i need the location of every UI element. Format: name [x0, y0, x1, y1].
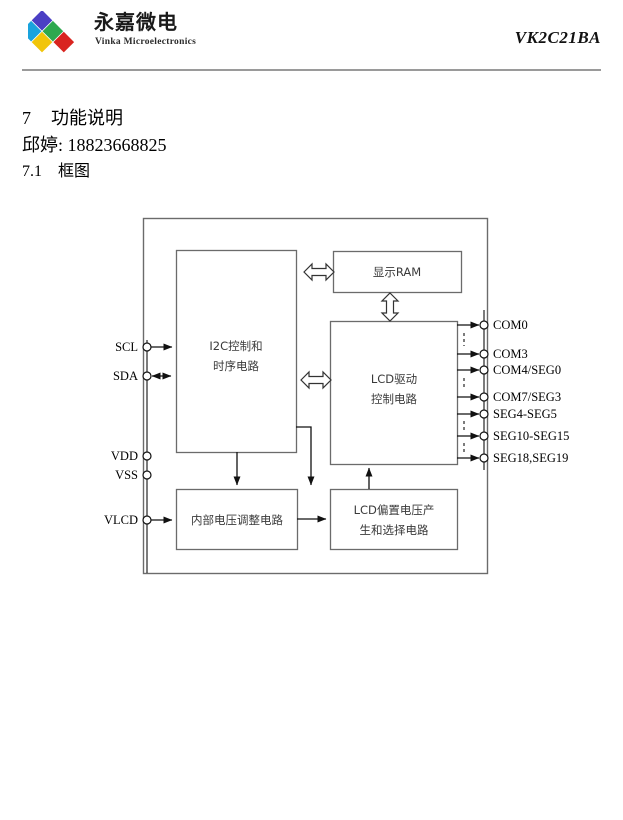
pin-seg10-seg15: SEG10-SEG15	[457, 429, 569, 452]
logo-chinese-name: 永嘉微电	[94, 10, 178, 34]
subsection-heading: 7.1 框图	[22, 157, 90, 181]
pin-vlcd: VLCD	[104, 513, 173, 527]
arrow-ram-to-lcd	[380, 292, 400, 322]
block-voltage-regulator-label: 内部电压调整电路	[191, 513, 283, 527]
pin-com3: COM3	[457, 347, 528, 361]
pin-sda: SDA	[113, 369, 172, 383]
line-i2c-to-bias	[296, 426, 315, 486]
pin-label-com4-seg0: COM4/SEG0	[493, 363, 561, 377]
arrow-i2c-to-ram	[303, 262, 335, 282]
pin-label-scl: SCL	[115, 340, 138, 354]
pin-label-com7-seg3: COM7/SEG3	[493, 390, 561, 404]
block-lcd-driver-label-line1: LCD驱动	[371, 372, 417, 386]
part-number: VK2C21BA	[514, 28, 601, 47]
pin-seg4-seg5: SEG4-SEG5	[457, 407, 557, 430]
pin-label-seg10-seg15: SEG10-SEG15	[493, 429, 569, 443]
block-lcd-driver	[329, 320, 459, 466]
block-display-ram	[332, 250, 463, 294]
block-lcd-bias-label-line2: 生和选择电路	[360, 523, 429, 537]
section-number: 7	[22, 108, 31, 128]
arrow-i2c-to-lcd	[300, 370, 332, 390]
pin-com4-seg0: COM4/SEG0	[457, 363, 561, 390]
pin-label-com0: COM0	[493, 318, 528, 332]
section-heading: 7 功能说明	[22, 104, 123, 130]
pin-label-vss: VSS	[115, 468, 138, 482]
logo-english-name: Vinka Microelectronics	[95, 37, 197, 47]
section-title: 功能说明	[51, 108, 123, 128]
block-i2c-label-line1: I2C控制和	[209, 339, 262, 353]
pin-label-vdd: VDD	[111, 449, 138, 463]
block-i2c	[175, 249, 298, 454]
block-display-ram-label: 显示RAM	[373, 265, 421, 279]
block-lcd-driver-label-line2: 控制电路	[371, 392, 417, 406]
page-header: 永嘉微电 Vinka Microelectronics VK2C21BA	[0, 0, 623, 72]
subsection-number: 7.1	[22, 163, 42, 180]
pin-label-com3: COM3	[493, 347, 528, 361]
pin-com7-seg3: COM7/SEG3	[457, 390, 561, 404]
block-lcd-bias	[329, 488, 459, 551]
pin-vss: VSS	[115, 468, 152, 482]
pin-label-seg18-seg19: SEG18,SEG19	[493, 451, 568, 465]
block-lcd-bias-label-line1: LCD偏置电压产	[354, 503, 435, 517]
pin-com0: COM0	[457, 318, 528, 346]
pin-label-vlcd: VLCD	[104, 513, 138, 527]
company-logo: 永嘉微电 Vinka Microelectronics	[28, 9, 208, 59]
pin-scl: SCL	[115, 340, 173, 354]
pin-label-sda: SDA	[113, 369, 138, 383]
contact-line: 邱婷: 18823668825	[22, 135, 167, 155]
pin-seg18-seg19: SEG18,SEG19	[457, 451, 568, 465]
logo-diamonds-icon	[28, 11, 75, 53]
pin-vdd: VDD	[111, 449, 152, 463]
subsection-title: 框图	[58, 163, 91, 180]
pin-label-seg4-seg5: SEG4-SEG5	[493, 407, 557, 421]
header-divider	[22, 69, 601, 71]
block-i2c-label-line2: 时序电路	[213, 359, 259, 373]
